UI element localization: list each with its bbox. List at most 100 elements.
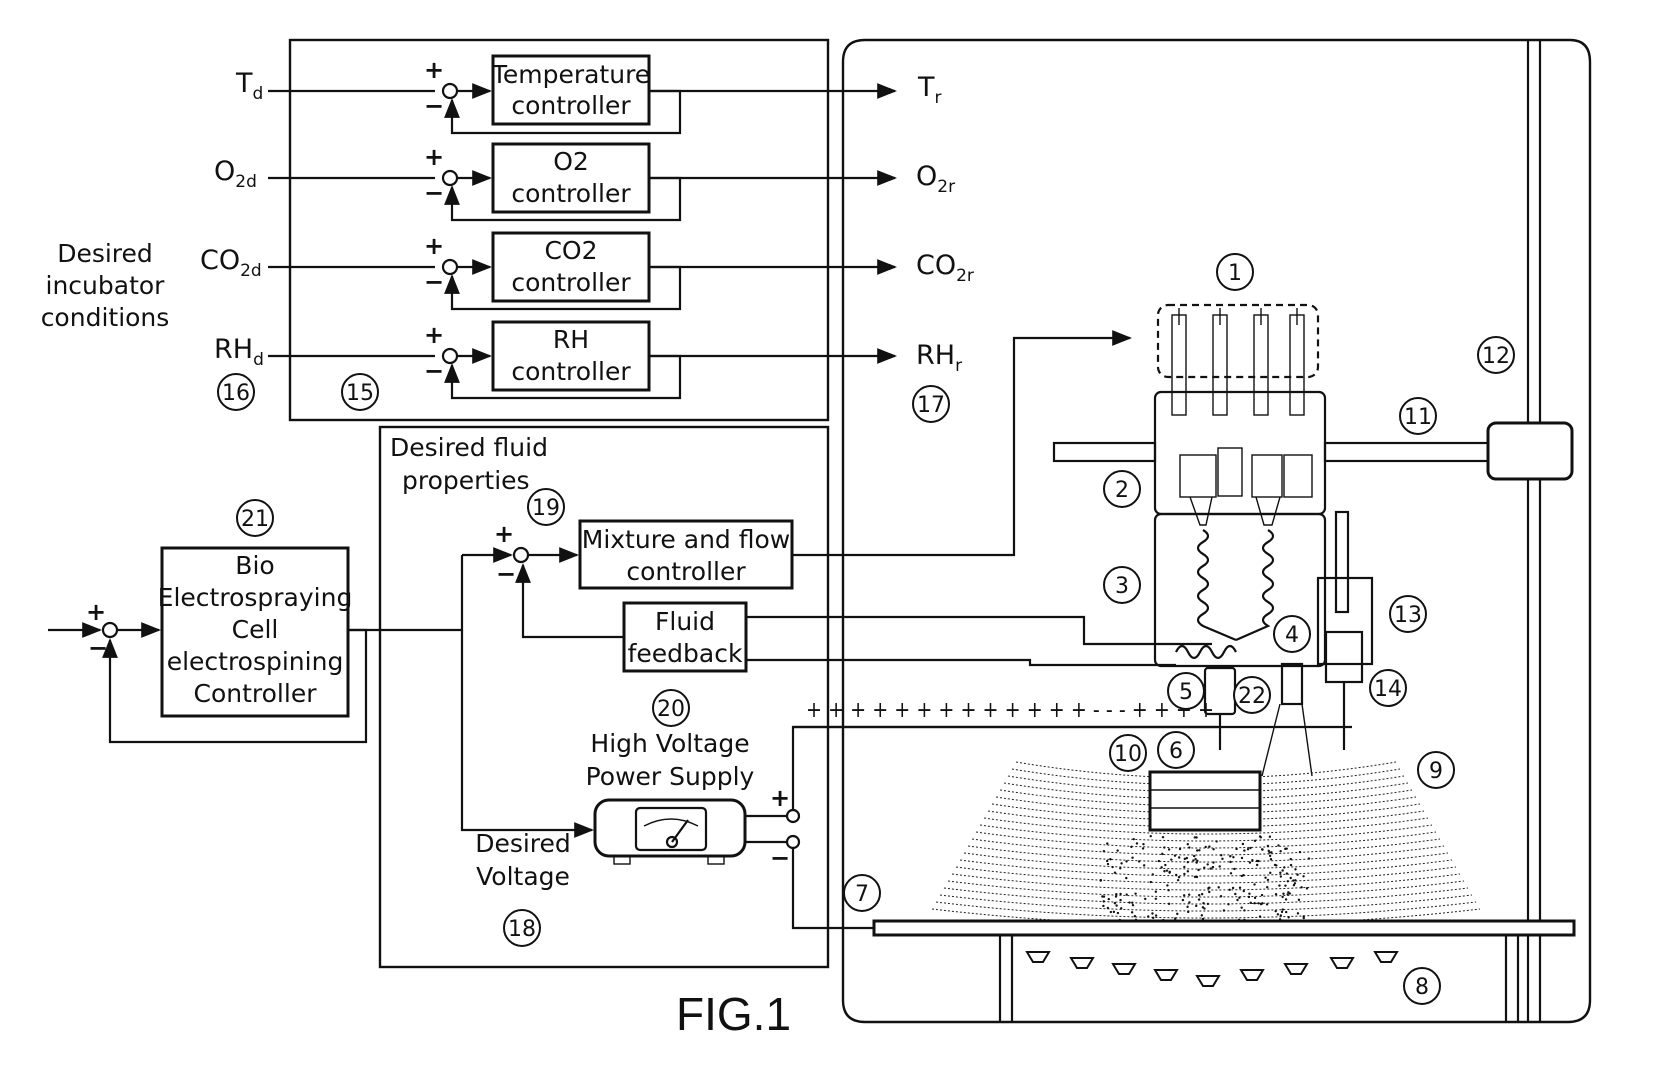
main-controller-line4: electrospining bbox=[167, 647, 344, 676]
spray-droplet bbox=[1132, 904, 1134, 906]
spray-droplet bbox=[1223, 909, 1225, 911]
spray-droplet bbox=[1117, 912, 1119, 914]
speaker-icon bbox=[1113, 964, 1135, 974]
spray-arc bbox=[968, 846, 1444, 862]
spray-droplet bbox=[1285, 898, 1287, 900]
spray-droplet bbox=[1163, 870, 1165, 872]
spray-droplet bbox=[1303, 917, 1305, 919]
spray-droplet bbox=[1155, 898, 1157, 900]
spray-droplet bbox=[1260, 903, 1262, 905]
output-signal-rh: RHr bbox=[916, 340, 962, 376]
input-signal-co2: CO2d bbox=[200, 245, 262, 281]
spray-droplet bbox=[1251, 859, 1253, 861]
spray-droplet bbox=[1143, 864, 1145, 866]
input-signal-temperature: Td bbox=[235, 68, 263, 104]
spray-droplet bbox=[1196, 876, 1198, 878]
spray-droplet bbox=[1107, 863, 1109, 865]
stage-table bbox=[874, 921, 1574, 935]
ref-number-20: 20 bbox=[657, 697, 685, 722]
spray-droplet bbox=[1207, 903, 1209, 905]
spray-droplet bbox=[1256, 860, 1258, 862]
co2-controller-line2: controller bbox=[511, 268, 631, 297]
spray-droplet bbox=[1152, 873, 1154, 875]
figure-label: FIG.1 bbox=[676, 988, 791, 1040]
spray-droplet bbox=[1235, 848, 1237, 850]
spray-droplet bbox=[1269, 836, 1271, 838]
spray-droplet bbox=[1201, 914, 1203, 916]
spray-droplet bbox=[1128, 901, 1130, 903]
spray-droplet bbox=[1242, 843, 1244, 845]
spray-droplet bbox=[1155, 914, 1157, 916]
speaker-icon bbox=[1027, 952, 1049, 962]
ref-number-8: 8 bbox=[1415, 975, 1429, 1000]
spray-droplet bbox=[1142, 847, 1144, 849]
spray-droplet bbox=[1188, 846, 1190, 848]
spray-arc bbox=[944, 888, 1468, 904]
spray-droplet bbox=[1228, 889, 1230, 891]
spray-droplet bbox=[1152, 917, 1154, 919]
spray-droplet bbox=[1188, 893, 1190, 895]
main-controller-line3: Cell bbox=[232, 615, 279, 644]
spray-droplet bbox=[1131, 911, 1133, 913]
desired-voltage-line1: Desired bbox=[475, 829, 571, 858]
spray-droplet bbox=[1166, 884, 1168, 886]
ref-number-6: 6 bbox=[1169, 739, 1183, 764]
spray-droplet bbox=[1264, 877, 1266, 879]
spray-droplet bbox=[1182, 899, 1184, 901]
spray-droplet bbox=[1285, 847, 1287, 849]
spray-droplet bbox=[1115, 895, 1117, 897]
spray-droplet bbox=[1119, 893, 1121, 895]
spray-droplet bbox=[1115, 904, 1117, 906]
spray-droplet bbox=[1116, 849, 1118, 851]
spray-droplet bbox=[1247, 848, 1249, 850]
spray-droplet bbox=[1192, 859, 1194, 861]
main-sum-plus: + bbox=[86, 598, 106, 626]
spray-droplet bbox=[1195, 905, 1197, 907]
spray-droplet bbox=[1106, 860, 1108, 862]
spray-droplet bbox=[1230, 872, 1232, 874]
spray-droplet bbox=[1293, 884, 1295, 886]
spray-arc bbox=[960, 860, 1452, 876]
fluid-sum-minus: − bbox=[496, 560, 516, 588]
spray-droplet bbox=[1161, 853, 1163, 855]
hv-caption-line2: Power Supply bbox=[586, 762, 755, 791]
output-signal-o2: O2r bbox=[916, 161, 955, 197]
speaker-icon bbox=[1375, 952, 1397, 962]
spray-droplet bbox=[1286, 872, 1288, 874]
sum-minus-2: − bbox=[424, 179, 444, 207]
output-signal-temperature: Tr bbox=[917, 72, 942, 108]
input-signal-rh: RHd bbox=[214, 334, 264, 370]
spray-droplet bbox=[1218, 886, 1220, 888]
spray-droplet bbox=[1238, 897, 1240, 899]
spray-droplet bbox=[1194, 836, 1196, 838]
ref-number-14: 14 bbox=[1374, 677, 1402, 702]
desired-voltage-line2: Voltage bbox=[476, 862, 570, 891]
spray-droplet bbox=[1197, 869, 1199, 871]
spray-droplet bbox=[1164, 864, 1166, 866]
spray-droplet bbox=[1266, 886, 1268, 888]
fluid-caption-line2: properties bbox=[402, 466, 530, 495]
spray-droplet bbox=[1236, 899, 1238, 901]
ref-number-17: 17 bbox=[917, 393, 945, 418]
spray-arc bbox=[940, 895, 1472, 911]
spray-droplet bbox=[1131, 901, 1133, 903]
spray-droplet bbox=[1106, 842, 1108, 844]
spray-droplet bbox=[1212, 866, 1214, 868]
speaker-icon bbox=[1155, 970, 1177, 980]
spray-droplet bbox=[1183, 894, 1185, 896]
spray-droplet bbox=[1287, 916, 1289, 918]
spray-droplet bbox=[1212, 861, 1214, 863]
mixer-loop bbox=[1176, 646, 1236, 658]
spray-droplet bbox=[1178, 856, 1180, 858]
spray-droplet bbox=[1243, 909, 1245, 911]
spray-droplet bbox=[1144, 898, 1146, 900]
spray-droplet bbox=[1196, 849, 1198, 851]
incubator-caption-line1: Desired bbox=[57, 239, 153, 268]
spray-droplet bbox=[1176, 913, 1178, 915]
speaker-icon bbox=[1197, 976, 1219, 986]
sum-plus-4: + bbox=[424, 321, 444, 349]
mixing-coil-left bbox=[1198, 530, 1236, 640]
acoustic-emitters bbox=[1027, 952, 1397, 986]
speaker-icon bbox=[1241, 970, 1263, 980]
rh-controller-line1: RH bbox=[553, 325, 589, 354]
